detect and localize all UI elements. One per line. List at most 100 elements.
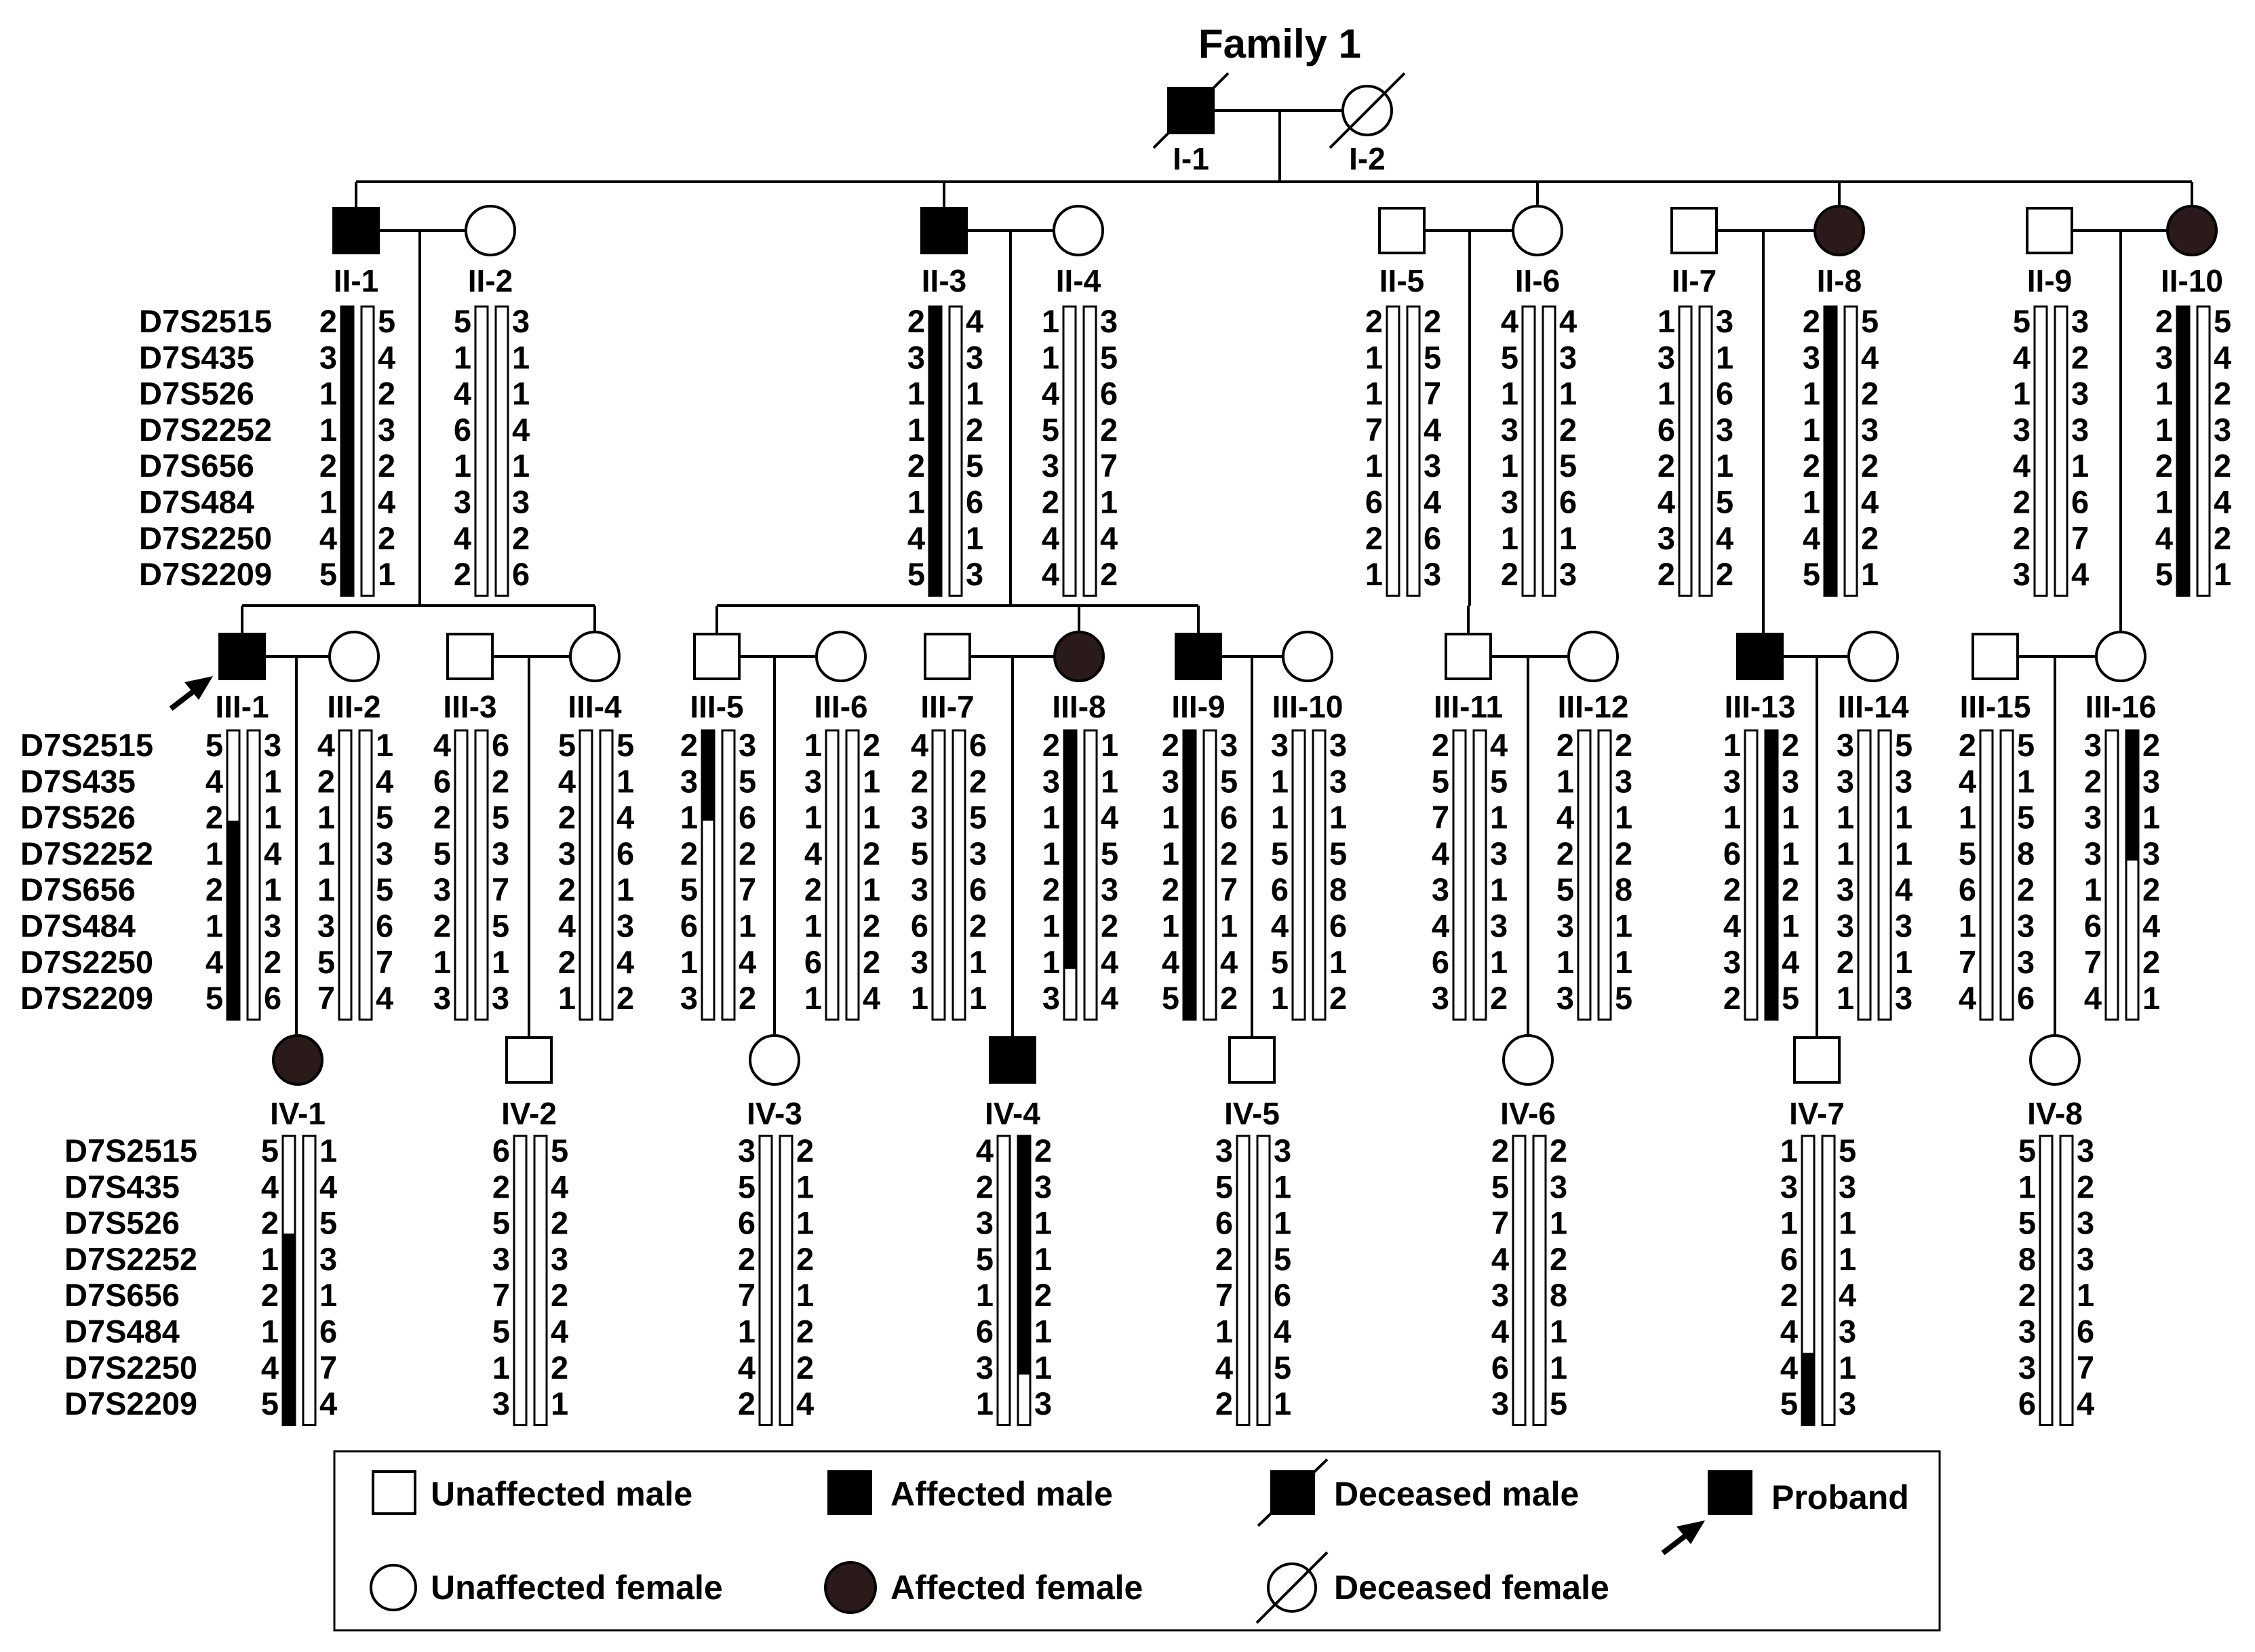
symbol-iii-5: III-5 [690, 633, 744, 724]
allele-a: 3 [1215, 1133, 1233, 1168]
allele-b: 1 [796, 1205, 814, 1241]
allele-b: 6 [969, 871, 987, 907]
haplotype-bar-b [721, 729, 736, 1021]
allele-a: 5 [2018, 1205, 2036, 1241]
allele-a: 6 [804, 944, 822, 980]
individual-id: III-7 [920, 689, 974, 724]
allele-b: 4 [796, 1385, 814, 1421]
allele-a: 6 [492, 1133, 510, 1168]
individual-id: II-6 [1515, 263, 1560, 298]
allele-b: 5 [376, 871, 393, 907]
allele-a: 5 [492, 1314, 510, 1350]
allele-a: 6 [433, 763, 451, 799]
allele-a: 1 [1803, 484, 1820, 520]
legend-affected-female-label: Affected female [890, 1569, 1143, 1607]
allele-b: 1 [1034, 1205, 1052, 1241]
allele-a: 3 [738, 1133, 756, 1168]
allele-a: 6 [454, 412, 471, 448]
allele-a: 2 [1803, 448, 1820, 484]
allele-a: 1 [1959, 800, 1976, 835]
allele-b: 3 [1490, 835, 1508, 871]
haplotype-bar-b [2059, 1135, 2074, 1426]
allele-b: 2 [796, 1241, 814, 1277]
allele-b: 1 [1100, 484, 1118, 520]
allele-a: 2 [680, 727, 698, 763]
allele-a: 3 [317, 908, 335, 944]
allele-a: 2 [1042, 871, 1060, 907]
allele-a: 1 [1837, 980, 1854, 1016]
allele-b: 1 [2142, 800, 2160, 835]
allele-a: 4 [2084, 980, 2102, 1016]
allele-a: 5 [1959, 835, 1976, 871]
allele-b: 1 [2214, 556, 2231, 592]
allele-b: 2 [2142, 871, 2160, 907]
symbol-i-1: I-1 [1152, 72, 1230, 176]
allele-a: 3 [2013, 412, 2031, 448]
haplotype-bar-a [513, 1135, 528, 1426]
allele-b: 7 [2071, 520, 2089, 556]
allele-a: 1 [1162, 908, 1179, 944]
marker-labels-col-1: D7S2515D7S435D7S526D7S2252D7S656D7S484D7… [139, 303, 272, 592]
allele-b: 1 [1274, 1205, 1291, 1241]
allele-b: 4 [551, 1314, 568, 1350]
allele-a: 1 [317, 871, 335, 907]
allele-b: 5 [1861, 303, 1879, 339]
symbol-ii-4: II-4 [1053, 205, 1104, 298]
allele-a: 2 [2155, 448, 2173, 484]
allele-a: 3 [1042, 763, 1060, 799]
allele-a: 2 [1658, 448, 1675, 484]
allele-a: 2 [1658, 556, 1675, 592]
allele-a: 4 [261, 1350, 279, 1385]
allele-b: 1 [969, 980, 987, 1016]
allele-b: 3 [1034, 1385, 1052, 1421]
allele-a: 1 [738, 1314, 756, 1350]
allele-a: 1 [804, 980, 822, 1016]
allele-b: 3 [2017, 944, 2035, 980]
allele-b: 2 [2142, 944, 2160, 980]
allele-a: 2 [319, 303, 337, 339]
haplotype-bar-a [2039, 1135, 2054, 1426]
allele-b: 6 [2017, 980, 2035, 1016]
allele-a: 1 [680, 800, 698, 835]
allele-a: 1 [1959, 908, 1976, 944]
symbol-iii-12: III-12 [1558, 631, 1628, 724]
haplotype-bar-b [246, 729, 261, 1021]
allele-a: 2 [2018, 1277, 2036, 1313]
allele-b: 3 [1839, 1168, 1856, 1204]
allele-b: 3 [1490, 908, 1508, 944]
marker-labels-col-2: D7S2515D7S435D7S526D7S2252D7S656D7S484D7… [20, 727, 153, 1016]
female-circle [569, 631, 621, 682]
allele-b: 4 [1559, 303, 1577, 339]
symbol-iv-2: IV-2 [501, 1036, 557, 1131]
allele-a: 4 [317, 727, 335, 763]
allele-a: 2 [1365, 520, 1383, 556]
allele-a: 1 [1780, 1133, 1798, 1168]
male-square [920, 207, 968, 254]
allele-b: 4 [2077, 1385, 2094, 1421]
allele-a: 7 [2084, 944, 2102, 980]
allele-a: 1 [1723, 800, 1741, 835]
allele-a: 4 [1780, 1314, 1798, 1350]
allele-a: 1 [804, 908, 822, 944]
allele-b: 2 [969, 908, 987, 944]
marker-name: D7S2250 [64, 1350, 197, 1385]
allele-a: 4 [558, 763, 576, 799]
allele-a: 2 [1215, 1241, 1233, 1277]
allele-a: 1 [1837, 835, 1854, 871]
marker-name: D7S435 [20, 763, 136, 799]
allele-a: 1 [1556, 944, 1574, 980]
allele-a: 6 [680, 908, 698, 944]
individual-id: II-1 [334, 263, 378, 298]
allele-b: 1 [2077, 1277, 2094, 1313]
allele-b: 3 [2077, 1133, 2094, 1168]
individual-id: III-2 [327, 689, 380, 724]
